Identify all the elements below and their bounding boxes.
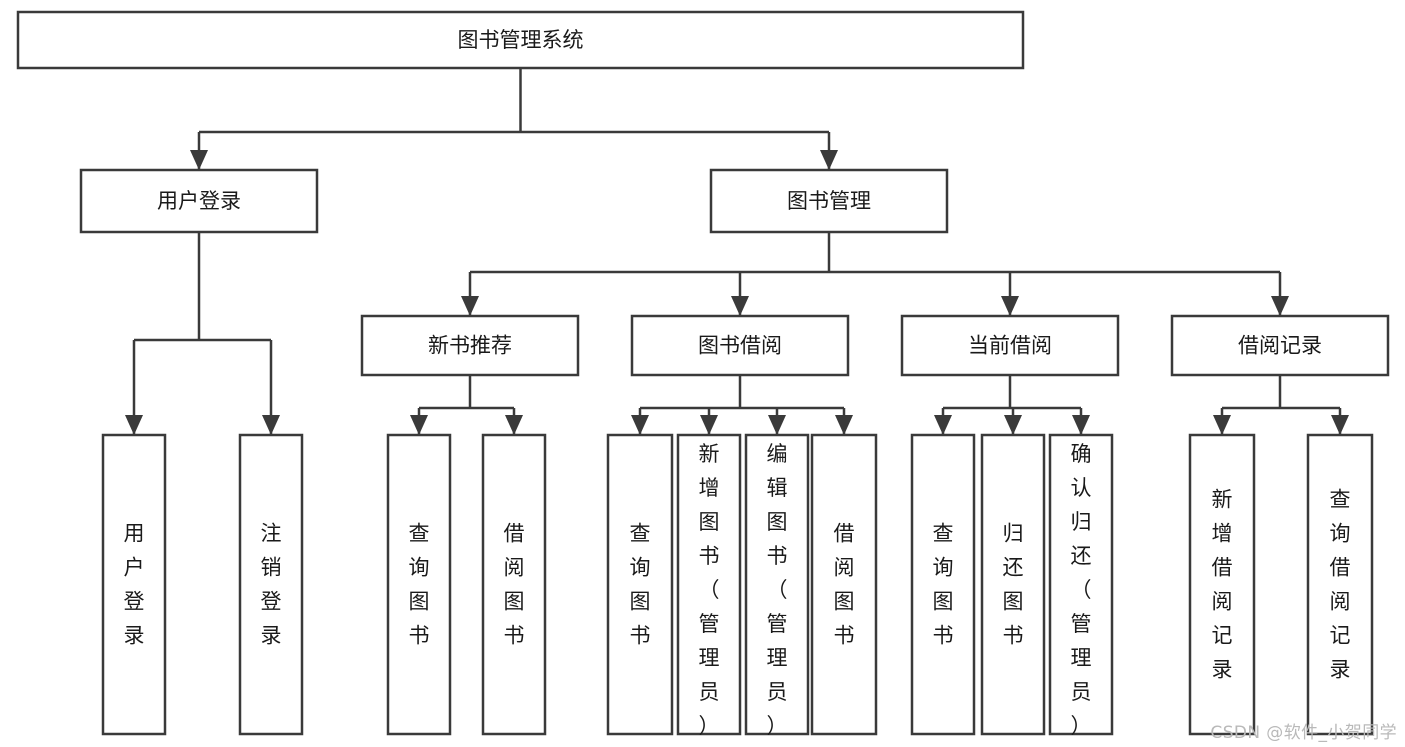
node-box-borrow-record: [1170, 314, 1390, 377]
node-label-add-book-admin: 新增图书（管理员）: [699, 442, 720, 738]
node-box-query-book-1: [386, 433, 452, 736]
connector-lines-group: [125, 68, 1349, 435]
arrowhead-icon: [700, 415, 718, 435]
node-box-query-borrow-record: [1306, 433, 1374, 736]
node-label-return-book: 归还图书: [1003, 522, 1024, 648]
arrowhead-icon: [768, 415, 786, 435]
arrowhead-icon: [1004, 415, 1022, 435]
node-query-borrow-record[interactable]: 查询借阅记录: [1306, 433, 1374, 736]
node-query-book-1[interactable]: 查询图书: [386, 433, 452, 736]
node-box-user-login-action: [101, 433, 167, 736]
node-box-query-book-3: [910, 433, 976, 736]
node-box-user-logout-action: [238, 433, 304, 736]
node-new-book-recommend[interactable]: 新书推荐: [360, 314, 580, 377]
node-label-edit-book-admin: 编辑图书（管理员）: [767, 442, 788, 738]
arrowhead-icon: [1072, 415, 1090, 435]
node-confirm-return-admin[interactable]: 确认归还（管理员）: [1048, 433, 1114, 738]
node-label-new-book-recommend: 新书推荐: [428, 334, 512, 358]
node-box-query-book-2: [606, 433, 674, 736]
node-current-borrow[interactable]: 当前借阅: [900, 314, 1120, 377]
node-box-user-login: [79, 168, 319, 234]
node-query-book-2[interactable]: 查询图书: [606, 433, 674, 736]
arrowhead-icon: [934, 415, 952, 435]
node-edit-book-admin[interactable]: 编辑图书（管理员）: [744, 433, 810, 738]
node-box-add-book-admin: [676, 433, 742, 736]
node-add-borrow-record[interactable]: 新增借阅记录: [1188, 433, 1256, 736]
node-query-book-3[interactable]: 查询图书: [910, 433, 976, 736]
arrowhead-icon: [461, 296, 479, 316]
arrowhead-icon: [505, 415, 523, 435]
node-label-user-login: 用户登录: [157, 189, 241, 213]
node-box-add-borrow-record: [1188, 433, 1256, 736]
node-boxes-group: 图书管理系统用户登录图书管理用户登录注销登录新书推荐查询图书借阅图书图书借阅查询…: [16, 10, 1390, 738]
arrowhead-icon: [1271, 296, 1289, 316]
node-user-login-action[interactable]: 用户登录: [101, 433, 167, 736]
node-user-login[interactable]: 用户登录: [79, 168, 319, 234]
node-box-current-borrow: [900, 314, 1120, 377]
node-label-root: 图书管理系统: [458, 28, 584, 52]
node-label-query-book-2: 查询图书: [630, 522, 651, 648]
arrowhead-icon: [820, 150, 838, 170]
node-label-user-logout-action: 注销登录: [261, 522, 282, 648]
node-label-borrow-book-2: 借阅图书: [834, 522, 855, 648]
node-box-borrow-book-2: [810, 433, 878, 736]
node-box-return-book: [980, 433, 1046, 736]
node-add-book-admin[interactable]: 新增图书（管理员）: [676, 433, 742, 738]
node-borrow-book-1[interactable]: 借阅图书: [481, 433, 547, 736]
node-book-manage[interactable]: 图书管理: [709, 168, 949, 234]
node-box-confirm-return-admin: [1048, 433, 1114, 736]
node-label-current-borrow: 当前借阅: [968, 334, 1052, 358]
node-label-add-borrow-record: 新增借阅记录: [1212, 488, 1233, 682]
node-box-borrow-book-1: [481, 433, 547, 736]
arrowhead-icon: [1001, 296, 1019, 316]
csdn-watermark: CSDN @软件_小贺同学: [1210, 723, 1397, 743]
node-box-edit-book-admin: [744, 433, 810, 736]
arrowhead-icon: [631, 415, 649, 435]
node-borrow-book-2[interactable]: 借阅图书: [810, 433, 878, 736]
node-label-query-book-3: 查询图书: [933, 522, 954, 648]
arrowhead-icon: [410, 415, 428, 435]
node-label-book-manage: 图书管理: [787, 189, 871, 213]
node-book-borrow[interactable]: 图书借阅: [630, 314, 850, 377]
node-label-query-book-1: 查询图书: [409, 522, 430, 648]
node-box-book-manage: [709, 168, 949, 234]
node-borrow-record[interactable]: 借阅记录: [1170, 314, 1390, 377]
node-label-query-borrow-record: 查询借阅记录: [1330, 488, 1351, 682]
node-box-root: [16, 10, 1025, 70]
arrowhead-icon: [1331, 415, 1349, 435]
arrowhead-icon: [190, 150, 208, 170]
node-label-borrow-book-1: 借阅图书: [504, 522, 525, 648]
node-box-new-book-recommend: [360, 314, 580, 377]
node-root[interactable]: 图书管理系统: [16, 10, 1025, 70]
arrowhead-icon: [262, 415, 280, 435]
arrowhead-icon: [1213, 415, 1231, 435]
node-box-book-borrow: [630, 314, 850, 377]
arrowhead-icon: [731, 296, 749, 316]
node-label-user-login-action: 用户登录: [124, 522, 145, 648]
node-label-borrow-record: 借阅记录: [1238, 334, 1322, 358]
arrowhead-icon: [125, 415, 143, 435]
node-label-book-borrow: 图书借阅: [698, 334, 782, 358]
node-return-book[interactable]: 归还图书: [980, 433, 1046, 736]
node-user-logout-action[interactable]: 注销登录: [238, 433, 304, 736]
arrowhead-icon: [835, 415, 853, 435]
node-label-confirm-return-admin: 确认归还（管理员）: [1071, 442, 1092, 738]
